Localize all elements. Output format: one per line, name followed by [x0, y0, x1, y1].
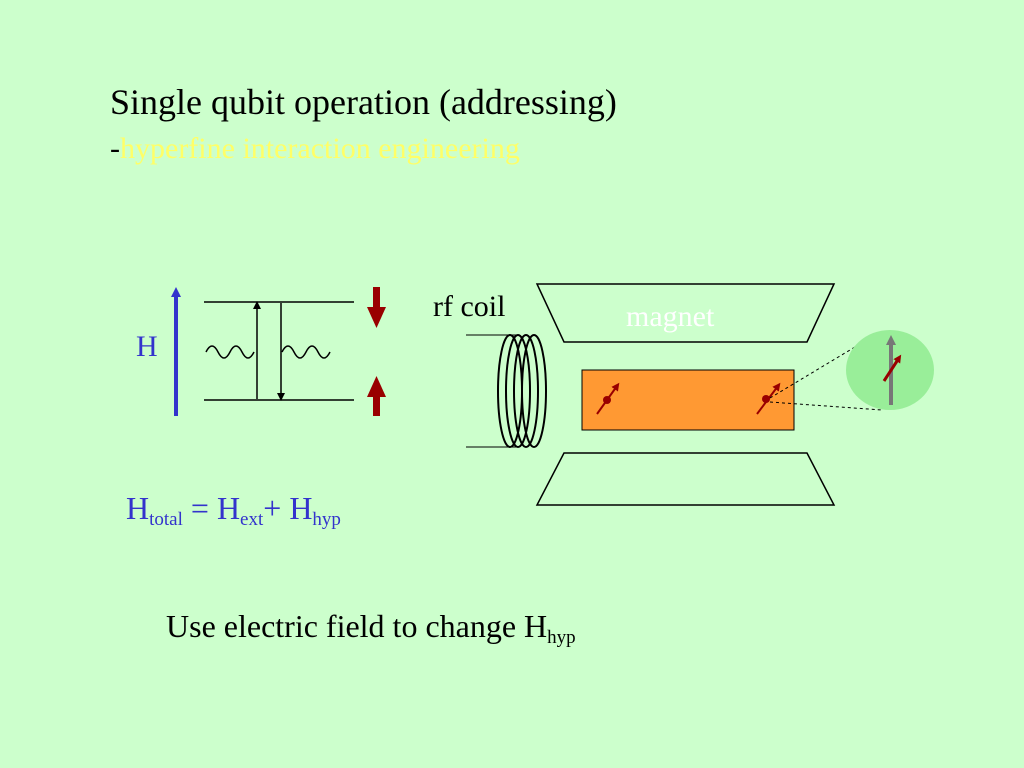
note-text: Use electric field to change H	[166, 608, 548, 644]
photon-wave-right	[281, 345, 331, 359]
subtitle-highlight: hyperfine interaction engineering	[120, 132, 520, 165]
magnified-spin-arrow	[882, 354, 902, 382]
eq-sub-total: total	[149, 509, 183, 530]
spin-up-arrow	[367, 376, 386, 416]
field-label: H	[136, 330, 158, 363]
spin-down-arrow	[367, 287, 386, 328]
eq-h-total: H	[126, 490, 150, 526]
subtitle-dash: -	[110, 132, 120, 165]
zoom-line-bottom	[769, 401, 883, 411]
slide-subtitle: -hyperfine interaction engineering	[110, 134, 520, 164]
rf-coil-label: rf coil	[433, 290, 506, 323]
eq-h-ext: H	[216, 490, 241, 526]
eq-h-hyp: H	[289, 490, 313, 526]
photon-wave-left	[205, 345, 255, 359]
rf-coil	[466, 334, 547, 448]
eq-plus: +	[263, 490, 290, 526]
electric-field-note: Use electric field to change Hhyp	[166, 610, 576, 647]
eq-equals: =	[182, 490, 217, 526]
eq-sub-ext: ext	[240, 509, 264, 530]
spin-left	[596, 382, 620, 415]
magnet-top	[535, 283, 836, 343]
magnet-label: magnet	[626, 300, 715, 333]
magnet-bottom	[535, 452, 836, 506]
sample-block	[581, 369, 795, 431]
hamiltonian-equation: Htotal = Hext+ Hhyp	[126, 492, 341, 529]
note-sub: hyp	[547, 627, 576, 648]
slide-title: Single qubit operation (addressing)	[110, 82, 617, 122]
spin-right	[756, 382, 781, 415]
eq-sub-hyp: hyp	[312, 509, 341, 530]
